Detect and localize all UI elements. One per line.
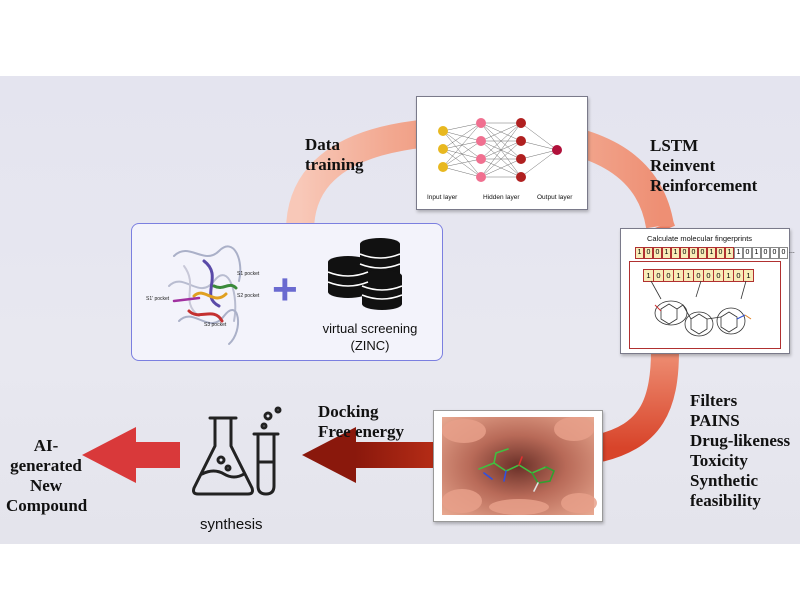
fingerprint-bit: 0	[653, 247, 662, 259]
neural-network-card: Input layer Hidden layer Output layer	[416, 96, 588, 210]
output-layer-label: Output layer	[537, 194, 573, 201]
fingerprint-bit: 0	[680, 247, 689, 259]
synthesis-label: synthesis	[200, 516, 263, 533]
database-icon	[327, 238, 403, 310]
neural-network-diagram: Input layer Hidden layer Output layer	[427, 118, 573, 201]
fingerprint-bit: 1	[674, 270, 684, 281]
hidden-layer-label: Hidden layer	[483, 194, 520, 201]
fingerprint-bit: 1	[744, 270, 753, 281]
data-training-label: Data training	[305, 135, 364, 174]
fingerprint-bit: 1	[752, 247, 761, 259]
fingerprint-bit: 0	[761, 247, 770, 259]
s1-prime-pocket-label: S1' pocket	[146, 296, 170, 302]
fingerprint-bit: 1	[725, 247, 734, 259]
diagram-stage: Data training LSTM Reinvent Reinforcemen…	[0, 76, 800, 544]
fingerprint-ellipsis: ...	[789, 248, 795, 255]
s1-pocket-label: S1 pocket	[237, 271, 260, 277]
fingerprints-title: Calculate molecular fingerprints	[647, 234, 753, 243]
virtual-screening-label: virtual screening (ZINC)	[322, 321, 418, 353]
fingerprint-bits-bottom: 1 0 0 1 1 0 0 0 1 0 1	[643, 269, 754, 282]
s3-pocket-label: S3 pocket	[204, 322, 227, 328]
fingerprint-bit: 0	[704, 270, 714, 281]
fingerprint-bit: 1	[635, 247, 644, 259]
fingerprints-card: Calculate molecular fingerprints 1 0 0 1…	[620, 228, 795, 354]
molecule-structure-image	[650, 280, 752, 337]
fingerprint-bit: 0	[770, 247, 779, 259]
flask-icon	[192, 406, 282, 496]
docking-card	[433, 410, 603, 522]
fingerprint-bit: 0	[644, 247, 653, 259]
input-panel: S1 pocket S1' pocket S2 pocket S3 pocket…	[131, 223, 443, 361]
fingerprint-bit: 0	[698, 247, 707, 259]
fingerprint-bit: 0	[664, 270, 674, 281]
fingerprint-bit: 0	[689, 247, 698, 259]
fingerprint-bit: 0	[779, 247, 788, 259]
input-layer-label: Input layer	[427, 194, 458, 201]
generation-methods-label: LSTM Reinvent Reinforcement	[650, 136, 758, 195]
fingerprint-bit: 0	[694, 270, 704, 281]
fingerprint-bit: 0	[734, 270, 744, 281]
fingerprint-bit: 1	[662, 247, 671, 259]
protein-structure-image: S1 pocket S1' pocket S2 pocket S3 pocket	[146, 245, 260, 345]
fingerprint-bit: 1	[724, 270, 734, 281]
plus-sign: +	[272, 265, 298, 314]
fingerprint-detail-frame	[629, 261, 781, 349]
fingerprint-bit: 0	[654, 270, 664, 281]
fingerprint-bit: 1	[707, 247, 716, 259]
result-label: AI- generated New Compound	[6, 436, 88, 515]
fingerprint-bit: 1	[671, 247, 680, 259]
filters-label: Filters PAINS Drug-likeness Toxicity Syn…	[690, 391, 791, 510]
docking-pose-image	[442, 417, 597, 515]
fingerprint-bits-top: 1 0 0 1 1 0 0 0 1 0 1 1 0 1 0 0 0 ...	[635, 247, 795, 259]
fingerprint-bit: 1	[684, 270, 694, 281]
fingerprint-bit: 0	[743, 247, 752, 259]
docking-label: Docking Free energy	[318, 402, 405, 441]
fingerprint-bit: 1	[734, 247, 743, 259]
fingerprint-bit: 0	[716, 247, 725, 259]
fingerprint-bit: 0	[714, 270, 724, 281]
s2-pocket-label: S2 pocket	[237, 293, 260, 299]
fingerprint-bit: 1	[644, 270, 654, 281]
